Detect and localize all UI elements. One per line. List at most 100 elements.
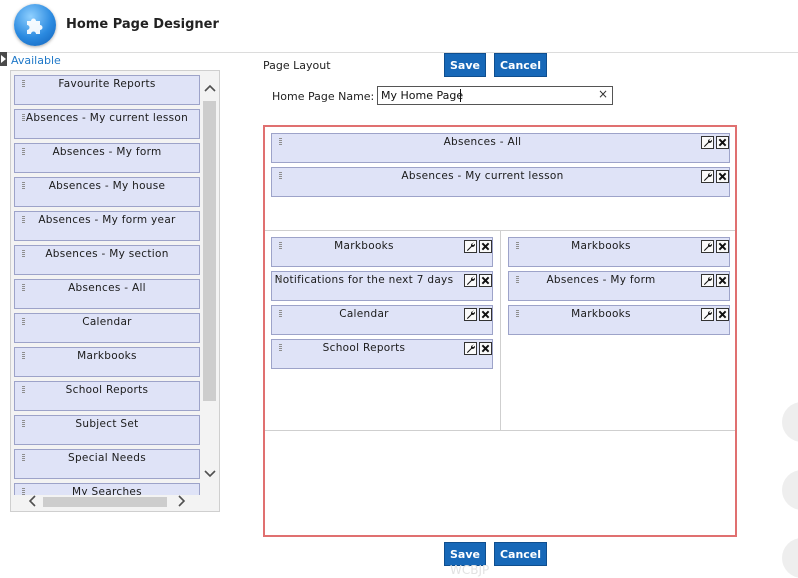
widget-tools xyxy=(699,240,729,254)
chevron-left-icon[interactable] xyxy=(25,495,39,509)
widget-label: Calendar xyxy=(82,316,132,328)
widget-label: Markbooks xyxy=(77,350,137,362)
widget-label: Absences - My current lesson xyxy=(401,170,564,182)
grip-icon[interactable] xyxy=(279,172,282,180)
footer-cancel-button[interactable]: Cancel xyxy=(494,542,547,566)
clear-icon[interactable]: × xyxy=(597,87,608,101)
wrench-icon[interactable] xyxy=(464,308,477,321)
layout-widget-right[interactable]: Markbooks xyxy=(508,237,730,267)
text-caret xyxy=(460,89,461,102)
available-widget[interactable]: Absences - All xyxy=(14,279,200,309)
layout-widget-right[interactable]: Markbooks xyxy=(508,305,730,335)
chevron-up-icon[interactable] xyxy=(202,81,217,95)
close-icon[interactable] xyxy=(716,274,729,287)
grip-icon[interactable] xyxy=(279,138,282,146)
available-widget[interactable]: Absences - My form xyxy=(14,143,200,173)
wrench-icon[interactable] xyxy=(464,342,477,355)
wrench-icon[interactable] xyxy=(464,240,477,253)
close-icon[interactable] xyxy=(479,274,492,287)
grip-icon[interactable] xyxy=(516,310,519,318)
close-icon[interactable] xyxy=(479,240,492,253)
layout-widget-left[interactable]: School Reports xyxy=(271,339,493,369)
horizontal-scroll-thumb[interactable] xyxy=(43,497,167,507)
available-widget[interactable]: Absences - My form year xyxy=(14,211,200,241)
grip-icon[interactable] xyxy=(22,114,25,122)
widget-label: Favourite Reports xyxy=(58,78,156,90)
available-widget[interactable]: My Searches xyxy=(14,483,200,495)
wrench-icon[interactable] xyxy=(701,170,714,183)
layout-widget-right[interactable]: Absences - My form xyxy=(508,271,730,301)
background-circle xyxy=(782,402,798,442)
grip-icon[interactable] xyxy=(279,242,282,250)
widget-label: Absences - All xyxy=(68,282,146,294)
grip-icon[interactable] xyxy=(516,242,519,250)
grip-icon[interactable] xyxy=(22,318,25,326)
layout-widget-top[interactable]: Absences - My current lesson xyxy=(271,167,730,197)
chevron-down-icon[interactable] xyxy=(202,467,217,481)
layout-widget-left[interactable]: Calendar xyxy=(271,305,493,335)
available-widget[interactable]: Calendar xyxy=(14,313,200,343)
layout-widget-left[interactable]: Markbooks xyxy=(271,237,493,267)
grip-icon[interactable] xyxy=(279,276,282,284)
chevron-right-icon[interactable] xyxy=(175,495,189,509)
wrench-icon[interactable] xyxy=(464,274,477,287)
wrench-icon[interactable] xyxy=(701,308,714,321)
background-circle xyxy=(782,538,798,578)
wrench-icon[interactable] xyxy=(701,274,714,287)
available-widget[interactable]: Favourite Reports xyxy=(14,75,200,105)
available-widget[interactable]: Special Needs xyxy=(14,449,200,479)
horizontal-scrollbar[interactable] xyxy=(25,495,193,509)
layout-widget-left[interactable]: Notifications for the next 7 days xyxy=(271,271,493,301)
cancel-button[interactable]: Cancel xyxy=(494,53,547,77)
vertical-scroll-thumb[interactable] xyxy=(203,101,216,401)
available-widget[interactable]: Absences - My section xyxy=(14,245,200,275)
panel-toggle-icon[interactable] xyxy=(0,52,7,66)
widget-label: Markbooks xyxy=(334,240,394,252)
grip-icon[interactable] xyxy=(22,488,25,495)
save-button[interactable]: Save xyxy=(444,53,486,77)
close-icon[interactable] xyxy=(716,170,729,183)
available-widget[interactable]: Subject Set xyxy=(14,415,200,445)
wrench-icon[interactable] xyxy=(701,240,714,253)
grip-icon[interactable] xyxy=(22,250,25,258)
widget-tools xyxy=(699,170,729,184)
close-icon[interactable] xyxy=(716,240,729,253)
available-widget[interactable]: Absences - My house xyxy=(14,177,200,207)
puzzle-logo-icon xyxy=(14,4,56,46)
layout-zone-bottom[interactable] xyxy=(265,431,735,535)
home-page-name-input[interactable]: My Home Page × xyxy=(377,86,613,105)
grip-icon[interactable] xyxy=(22,80,25,88)
page-title: Home Page Designer xyxy=(66,17,219,32)
close-icon[interactable] xyxy=(716,136,729,149)
grip-icon[interactable] xyxy=(22,420,25,428)
widget-label: Absences - My form xyxy=(546,274,656,286)
available-widget[interactable]: School Reports xyxy=(14,381,200,411)
close-icon[interactable] xyxy=(479,342,492,355)
close-icon[interactable] xyxy=(479,308,492,321)
grip-icon[interactable] xyxy=(279,310,282,318)
widget-tools xyxy=(699,274,729,288)
grip-icon[interactable] xyxy=(22,386,25,394)
grip-icon[interactable] xyxy=(22,454,25,462)
vertical-scrollbar[interactable] xyxy=(202,75,217,489)
available-widget[interactable]: Markbooks xyxy=(14,347,200,377)
widget-label: Markbooks xyxy=(571,240,631,252)
grip-icon[interactable] xyxy=(516,276,519,284)
footer-save-button[interactable]: Save xyxy=(444,542,486,566)
grip-icon[interactable] xyxy=(22,182,25,190)
background-circle xyxy=(782,470,798,510)
grip-icon[interactable] xyxy=(22,352,25,360)
layout-widget-top[interactable]: Absences - All xyxy=(271,133,730,163)
grip-icon[interactable] xyxy=(22,216,25,224)
close-icon[interactable] xyxy=(716,308,729,321)
available-widget[interactable]: Absences - My current lesson xyxy=(14,109,200,139)
grip-icon[interactable] xyxy=(279,344,282,352)
wrench-icon[interactable] xyxy=(701,136,714,149)
grip-icon[interactable] xyxy=(22,148,25,156)
grip-icon[interactable] xyxy=(22,284,25,292)
